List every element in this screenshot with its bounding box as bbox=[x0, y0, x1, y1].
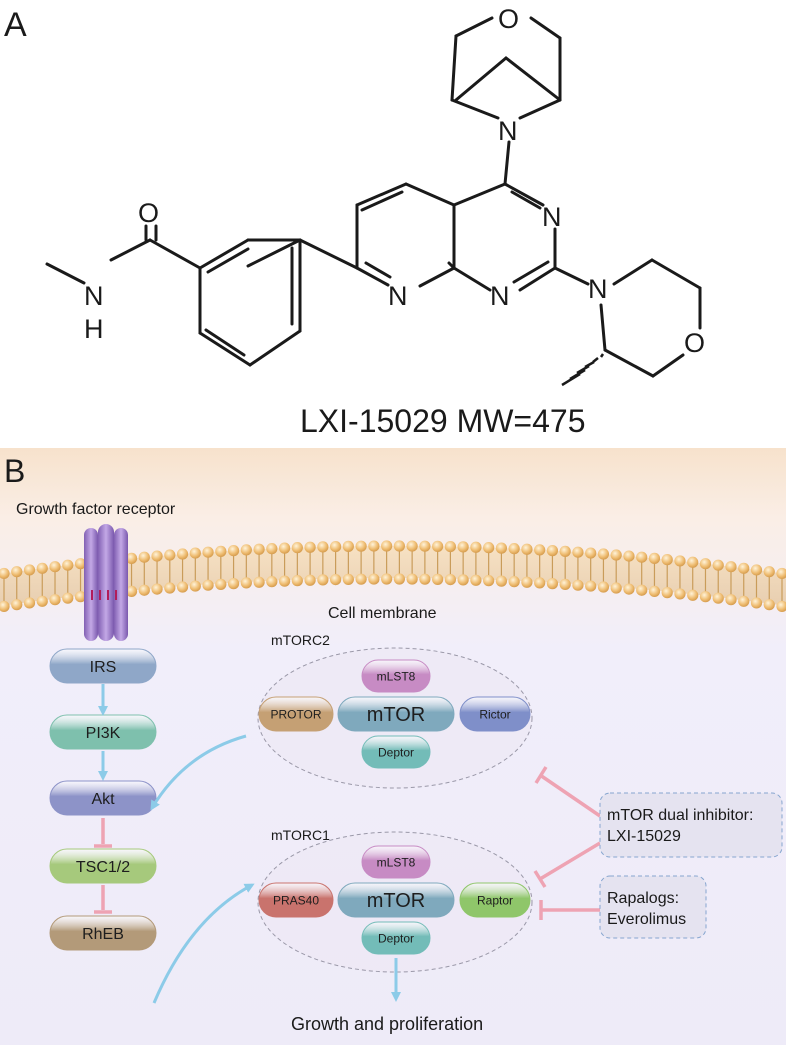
rheb-node: RhEB bbox=[49, 915, 157, 951]
akt-node-label: Akt bbox=[91, 791, 115, 808]
atom-o-carbonyl: O bbox=[138, 198, 159, 228]
irs-node: IRS bbox=[49, 648, 157, 684]
pi3k-node: PI3K bbox=[49, 714, 157, 750]
pi3k-node-label: PI3K bbox=[86, 725, 121, 742]
mtorc1-right-subunit-label: Raptor bbox=[477, 893, 513, 907]
receptor-label: Growth factor receptor bbox=[16, 501, 176, 518]
panel-b-label: B bbox=[4, 453, 25, 489]
mtorc2-left-subunit: PROTOR bbox=[258, 696, 334, 732]
tsc-node: TSC1/2 bbox=[49, 848, 157, 884]
inhibitor-line2: LXI-15029 bbox=[607, 828, 681, 845]
atom-n-bridge: N bbox=[498, 116, 518, 146]
chemical-structure-svg: A bbox=[4, 4, 705, 439]
atom-h-amide: H bbox=[84, 314, 104, 344]
outcome-label: Growth and proliferation bbox=[291, 1014, 483, 1034]
mtorc2-title: mTORC2 bbox=[271, 632, 330, 648]
membrane-label: Cell membrane bbox=[328, 605, 437, 622]
mtorc2-left-subunit-label: PROTOR bbox=[270, 707, 321, 721]
panel-a-label: A bbox=[4, 6, 27, 44]
rapalog-line1: Rapalogs: bbox=[607, 890, 679, 907]
mtorc1-right-subunit: Raptor bbox=[459, 882, 531, 918]
rapalog-line2: Everolimus bbox=[607, 911, 686, 928]
pathway-diagram-svg: B Growth factor receptor Cell membrane I… bbox=[0, 453, 786, 1034]
cell-membrane bbox=[0, 540, 786, 613]
compound-caption: LXI-15029 MW=475 bbox=[300, 403, 586, 439]
stereo-hash-wedge bbox=[561, 353, 605, 387]
mtorc1-deptor-label: Deptor bbox=[378, 931, 414, 945]
mtorc1-mlst8-label: mLST8 bbox=[377, 855, 416, 869]
growth-factor-receptor-icon bbox=[84, 524, 128, 641]
atom-n-pyrimidine-3: N bbox=[542, 202, 562, 232]
mtorc1-mlst8: mLST8 bbox=[361, 845, 431, 879]
activation-arrows bbox=[98, 684, 401, 1004]
mtorc2-deptor: Deptor bbox=[361, 735, 431, 769]
mtorc2-mtor-core-label: mTOR bbox=[367, 704, 426, 726]
rapalog-box bbox=[599, 875, 707, 939]
mtorc2-mlst8-label: mLST8 bbox=[377, 669, 416, 683]
mtorc1-deptor: Deptor bbox=[361, 921, 431, 955]
mtorc2-mtor-core: mTOR bbox=[337, 696, 455, 732]
panel-b-pathway: B Growth factor receptor Cell membrane I… bbox=[0, 448, 786, 1045]
mtorc1-left-subunit: PRAS40 bbox=[258, 882, 334, 918]
inhibition-lines bbox=[94, 766, 601, 920]
atom-n-pyridine: N bbox=[388, 281, 408, 311]
bond-lines bbox=[45, 16, 702, 378]
inhibit-drug-mtorc1 bbox=[539, 841, 601, 881]
mtorc2-deptor-label: Deptor bbox=[378, 745, 414, 759]
inhibit-drug-mtorc2 bbox=[539, 773, 601, 818]
mtorc1-mtor-core: mTOR bbox=[337, 882, 455, 918]
inhibitor-box bbox=[599, 792, 783, 858]
mtorc2-mlst8: mLST8 bbox=[361, 659, 431, 693]
rheb-node-label: RhEB bbox=[82, 926, 124, 943]
mtorc2-right-subunit: Rictor bbox=[459, 696, 531, 732]
mtorc1-mtor-core-label: mTOR bbox=[367, 890, 426, 912]
atom-n-pyrimidine-1: N bbox=[490, 281, 510, 311]
tsc-node-label: TSC1/2 bbox=[76, 859, 130, 876]
atom-n-amide: N bbox=[84, 281, 104, 311]
panel-a-structure: A bbox=[0, 0, 786, 448]
mtorc2-right-subunit-label: Rictor bbox=[479, 707, 510, 721]
irs-node-label: IRS bbox=[90, 659, 117, 676]
atom-o-morpholine: O bbox=[684, 328, 705, 358]
arrow-rheb-mtorc1 bbox=[152, 883, 255, 1004]
mtorc1-left-subunit-label: PRAS40 bbox=[273, 893, 319, 907]
atom-n-morpholine: N bbox=[588, 274, 608, 304]
arrow-mtorc2-akt bbox=[150, 734, 247, 811]
mtorc1-title: mTORC1 bbox=[271, 827, 330, 843]
akt-node: Akt bbox=[49, 780, 157, 816]
atom-o-bridge: O bbox=[498, 4, 519, 34]
inhibitor-line1: mTOR dual inhibitor: bbox=[607, 807, 753, 824]
